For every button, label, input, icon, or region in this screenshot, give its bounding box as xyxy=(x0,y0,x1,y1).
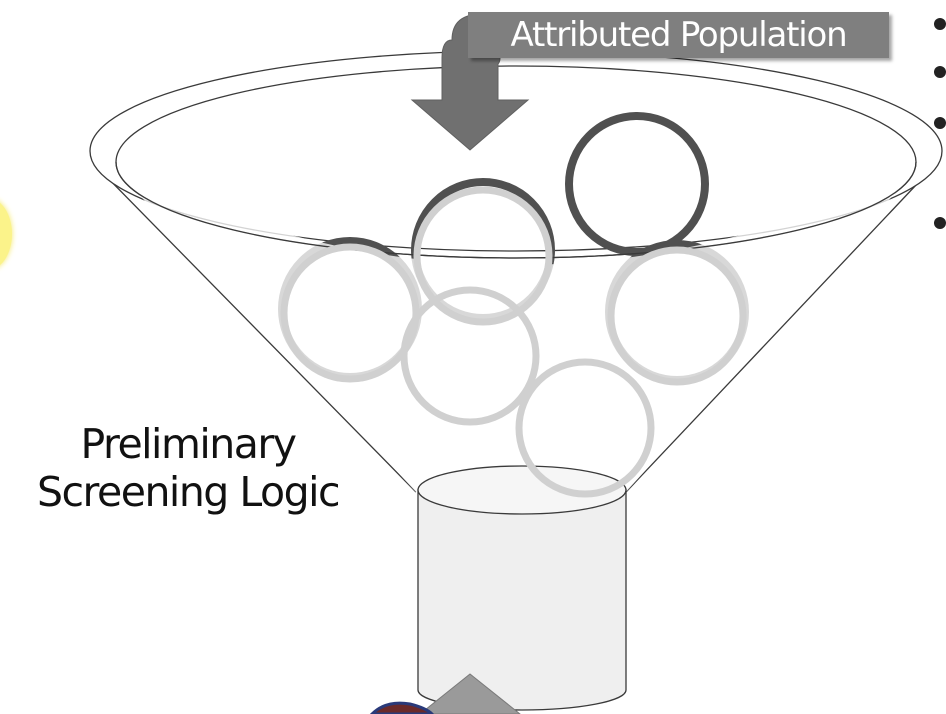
ball-light xyxy=(413,186,553,326)
funnel-inner-mask xyxy=(116,170,916,492)
bottom-partial-shape xyxy=(419,673,521,714)
funnel-left-side xyxy=(95,165,417,493)
attributed-population-label: Attributed Population xyxy=(468,12,889,58)
bullet-icon xyxy=(934,66,946,78)
screening-line-2: Screening Logic xyxy=(36,468,341,516)
ball-light xyxy=(400,286,540,426)
funnel-right-side xyxy=(625,165,935,493)
bullet-icon xyxy=(934,117,946,129)
bullet-icon xyxy=(934,18,946,30)
screening-logic-label: Preliminary Screening Logic xyxy=(0,420,376,516)
screening-line-1: Preliminary xyxy=(80,420,297,468)
bottom-partial-badge xyxy=(369,701,435,714)
ball-dark xyxy=(565,112,709,256)
cylinder-body xyxy=(417,489,627,711)
ball-light xyxy=(515,358,655,498)
ball-light xyxy=(607,246,747,386)
funnel-rim-front-edge xyxy=(115,161,917,259)
cylinder-top xyxy=(417,465,627,515)
bullet-icon xyxy=(934,217,946,229)
